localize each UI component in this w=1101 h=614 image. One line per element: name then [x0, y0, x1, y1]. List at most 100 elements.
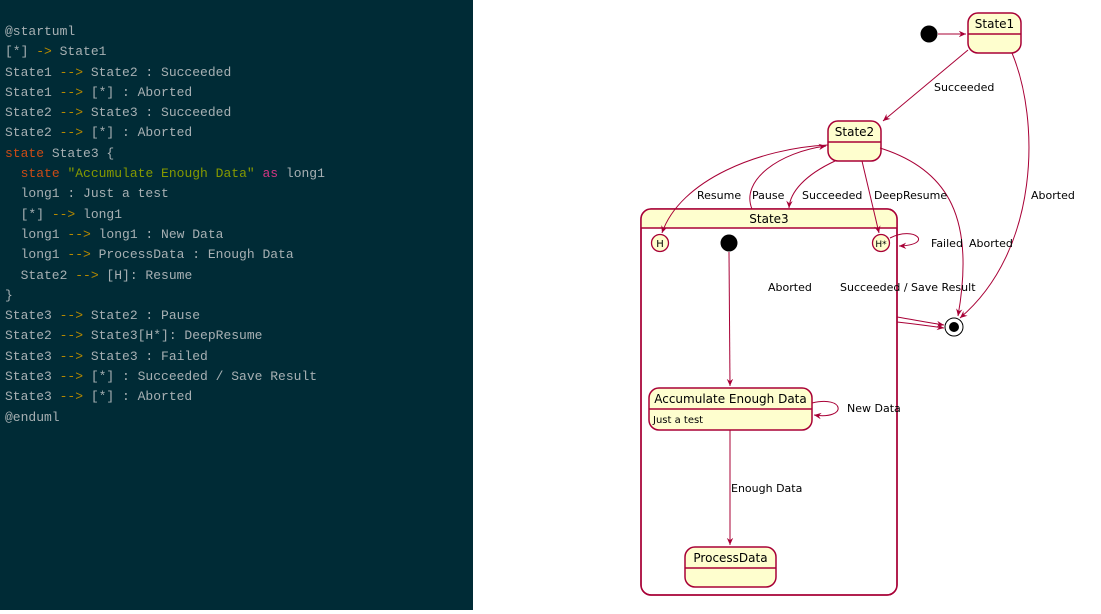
edge-inner-initial-long1 [726, 251, 734, 387]
code-line[interactable]: State2 --> State3[H*]: DeepResume [0, 326, 473, 346]
processdata-label: ProcessData [693, 551, 767, 565]
code-line[interactable]: State3 --> State2 : Pause [0, 306, 473, 326]
label-new-data: New Data [847, 402, 901, 415]
final-state [944, 317, 964, 337]
state1-label: State1 [975, 17, 1014, 31]
code-token: State2 : Pause [83, 308, 201, 324]
edge-state2-final [879, 147, 964, 317]
long1-label: Accumulate Enough Data [654, 392, 807, 406]
code-token: State1 [5, 64, 60, 80]
code-line[interactable]: State3 --> [*] : Aborted [0, 387, 473, 407]
code-token: long1 : Just a test [5, 186, 169, 202]
code-token: State2 [5, 105, 60, 121]
label-s1-s2: Succeeded [934, 81, 994, 94]
deep-history-state[interactable]: H* [871, 233, 891, 253]
code-token: --> [59, 348, 84, 364]
state2-label: State2 [835, 125, 874, 139]
code-line[interactable]: } [0, 286, 473, 306]
edge-pause [749, 143, 827, 210]
state-state1[interactable]: State1 [967, 12, 1022, 54]
code-token: [*] : Aborted [83, 84, 193, 100]
code-token: } [5, 287, 13, 303]
code-line[interactable]: State1 --> State2 : Succeeded [0, 63, 473, 83]
code-line[interactable]: [*] -> State1 [0, 42, 473, 62]
code-token: State1 [5, 84, 60, 100]
code-token: State3 [5, 369, 60, 385]
code-token: State2 [5, 267, 76, 283]
code-token: -> [36, 44, 52, 60]
code-token: long1 : New Data [90, 226, 224, 242]
code-token: --> [59, 64, 84, 80]
state-diagram: State1 State2 State3 Accumulate Enough D… [473, 0, 1101, 610]
edge-state1-state2 [882, 49, 969, 122]
code-token: State3 { [44, 145, 115, 161]
code-token: [*] [5, 206, 52, 222]
code-token: --> [59, 369, 84, 385]
state3-label: State3 [749, 212, 788, 226]
code-token: --> [75, 267, 99, 283]
code-token: --> [59, 105, 84, 121]
svg-text:H*: H* [875, 240, 887, 250]
code-token: State3 [5, 308, 60, 324]
code-line[interactable]: long1 : Just a test [0, 184, 473, 204]
code-token: --> [59, 389, 84, 405]
edge-success-final [896, 316, 945, 328]
label-deep-resume: DeepResume [874, 189, 947, 202]
code-line[interactable]: State1 --> [*] : Aborted [0, 83, 473, 103]
code-token: State2 [5, 125, 60, 141]
code-token [5, 166, 21, 181]
edge-failed [889, 233, 920, 249]
label-failed: Failed [931, 237, 963, 250]
code-line[interactable]: State2 --> [H]: Resume [0, 266, 473, 286]
code-line[interactable]: state State3 { [0, 144, 473, 164]
label-s2-s3: Succeeded [802, 189, 862, 202]
label-s3-final-aborted: Aborted [768, 281, 812, 294]
long1-description: Just a test [652, 415, 703, 426]
edge-abort-final [896, 321, 945, 331]
code-token: @enduml [5, 409, 60, 425]
code-token: state [20, 166, 60, 182]
label-s1-final: Aborted [1031, 189, 1075, 202]
code-line[interactable]: state "Accumulate Enough Data" as long1 [0, 164, 473, 184]
svg-text:H: H [656, 239, 664, 250]
edge-new-data [811, 401, 839, 420]
edge-deep-resume [861, 160, 881, 234]
code-token: --> [59, 125, 84, 141]
code-line[interactable]: long1 --> ProcessData : Enough Data [0, 245, 473, 265]
code-token: long1 [5, 247, 68, 263]
code-line[interactable]: @enduml [0, 408, 473, 428]
code-token: long1 [278, 166, 325, 182]
label-s2-final: Aborted [969, 237, 1013, 250]
state-processdata[interactable]: ProcessData [684, 546, 777, 588]
state-state2[interactable]: State2 [827, 120, 882, 162]
code-token: State2 [5, 328, 60, 344]
code-token: state [5, 145, 45, 161]
code-token: [*] [5, 44, 37, 60]
code-token: [*] : Succeeded / Save Result [83, 369, 318, 385]
initial-state-inner [720, 234, 738, 252]
code-token: ProcessData : Enough Data [90, 247, 294, 263]
code-token: long1 [75, 206, 123, 222]
edge-state2-state3 [786, 160, 836, 209]
code-token: State2 : Succeeded [83, 64, 232, 80]
code-token: State3[H*]: DeepResume [83, 328, 263, 344]
history-state[interactable]: H [650, 233, 670, 253]
code-line[interactable]: @startuml [0, 22, 473, 42]
label-pause: Pause [752, 189, 785, 202]
code-line[interactable]: [*] --> long1 [0, 205, 473, 225]
edge-state1-final [959, 52, 1030, 319]
label-resume: Resume [697, 189, 741, 202]
code-line[interactable]: State3 --> State3 : Failed [0, 347, 473, 367]
code-line[interactable]: State2 --> State3 : Succeeded [0, 103, 473, 123]
transitions [661, 30, 1030, 545]
code-line[interactable]: long1 --> long1 : New Data [0, 225, 473, 245]
code-token: State3 [5, 389, 60, 405]
state-accumulate-enough-data[interactable]: Accumulate Enough Data Just a test [648, 387, 813, 431]
code-token: --> [67, 226, 91, 242]
code-line[interactable]: State3 --> [*] : Succeeded / Save Result [0, 367, 473, 387]
code-token: "Accumulate Enough Data" [67, 166, 255, 182]
code-token: [*] : Aborted [83, 389, 193, 405]
code-line[interactable]: State2 --> [*] : Aborted [0, 123, 473, 143]
code-token: [*] : Aborted [83, 125, 193, 141]
